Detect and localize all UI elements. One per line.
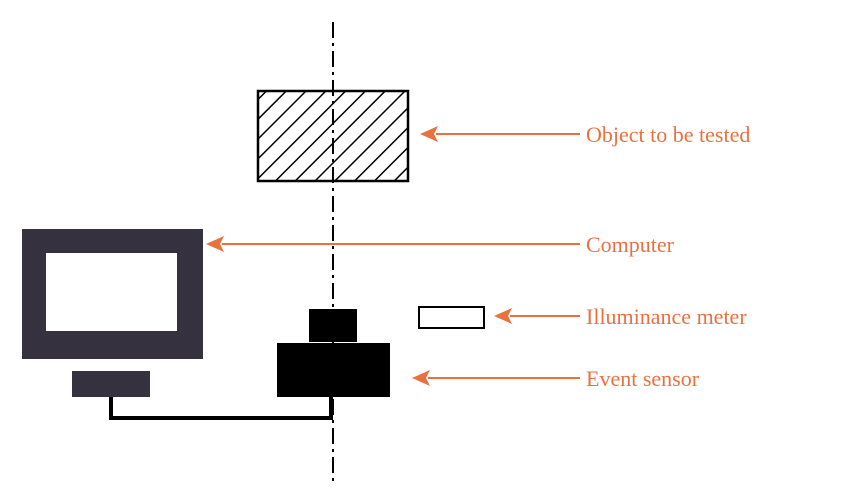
event-sensor (277, 309, 390, 397)
arrow-computer (206, 236, 580, 252)
object-to-be-tested (256, 89, 410, 183)
label-illuminance-meter: Illuminance meter (586, 304, 747, 329)
arrow-event-sensor (412, 370, 580, 386)
illuminance-meter (418, 306, 485, 329)
event-sensor-lens (309, 309, 357, 342)
computer-monitor (22, 229, 203, 359)
computer-stand (72, 371, 150, 397)
object-outline (256, 89, 410, 183)
computer (22, 229, 203, 397)
label-computer: Computer (586, 232, 675, 257)
event-sensor-body (277, 343, 390, 397)
object-hatch-fill (258, 91, 408, 181)
label-event-sensor: Event sensor (586, 366, 700, 391)
arrow-illuminance-meter (494, 308, 580, 324)
arrow-object (420, 126, 580, 142)
label-object-to-be-tested: Object to be tested (586, 122, 750, 147)
connection-cable (109, 397, 333, 420)
